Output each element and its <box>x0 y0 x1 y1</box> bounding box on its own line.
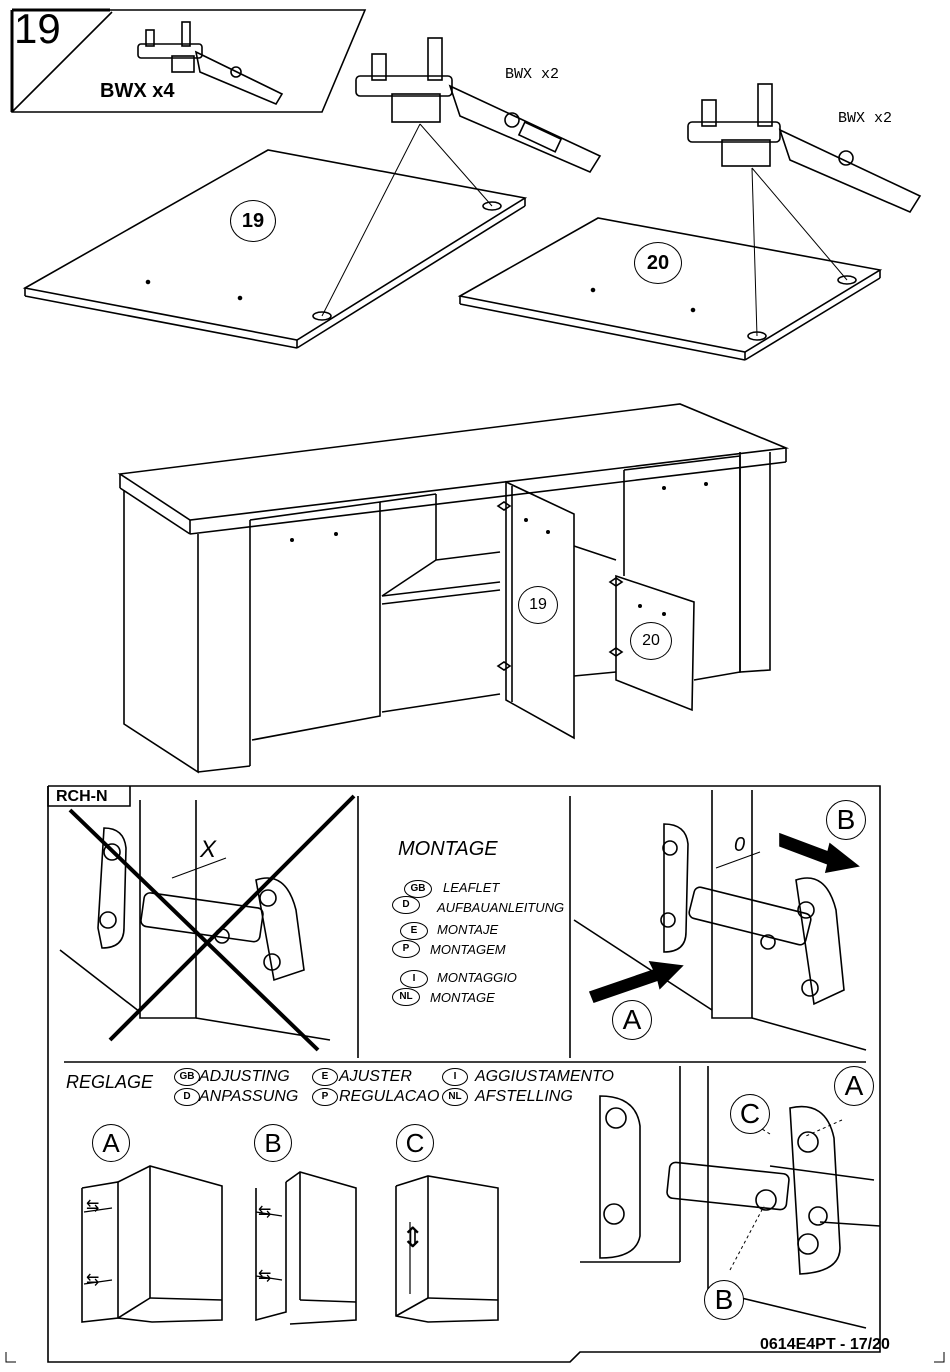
rch-tag: RCH-N <box>56 788 108 806</box>
montage-code-e: E <box>400 922 428 940</box>
adjust-arrow-a2-icon: ⇆ <box>86 1270 99 1290</box>
montage-text-gb: LEAFLET <box>443 880 499 895</box>
reglage-code-gb: GB <box>174 1068 200 1086</box>
step-hardware-label: BWX x4 <box>100 80 174 103</box>
leader-lines-19 <box>322 124 492 316</box>
adjust-arrow-a1-icon: ⇆ <box>86 1196 99 1216</box>
hinge-screw-a-label: A <box>834 1066 874 1106</box>
reglage-panel-c-label: C <box>396 1124 434 1162</box>
step-number: 19 <box>14 8 61 50</box>
adjust-arrow-b1-icon: ⇆ <box>258 1202 271 1222</box>
hinge-icon-20 <box>688 84 920 212</box>
montage-text-d: AUFBAUANLEITUNG <box>437 900 564 915</box>
reglage-code-i: I <box>442 1068 468 1086</box>
panel-19-drawing <box>25 150 525 348</box>
reglage-code-d: D <box>174 1088 200 1106</box>
reglage-text-i: AGGIUSTAMENTO <box>475 1068 614 1086</box>
montage-text-e: MONTAJE <box>437 922 498 937</box>
page-code: 0614E4PT - 17/20 <box>760 1336 890 1354</box>
montage-code-nl: NL <box>392 988 420 1006</box>
leader-lines-20 <box>752 168 847 336</box>
montage-text-nl: MONTAGE <box>430 990 495 1005</box>
reglage-panel-a-label: A <box>92 1124 130 1162</box>
panel-19-number: 19 <box>230 200 276 242</box>
reglage-title: REGLAGE <box>66 1072 153 1093</box>
rch-arrow-b-label: B <box>826 800 866 840</box>
reglage-text-p: REGULACAO <box>339 1088 439 1106</box>
reglage-code-nl: NL <box>442 1088 468 1106</box>
montage-text-i: MONTAGGIO <box>437 970 517 985</box>
rch-x-label: X <box>200 836 216 864</box>
reglage-text-nl: AFSTELLING <box>475 1088 573 1106</box>
reglage-code-p: P <box>312 1088 338 1106</box>
step-header-frame <box>12 10 365 112</box>
panel-20-number: 20 <box>634 242 682 284</box>
adjust-arrow-c-icon: ⇕ <box>401 1224 424 1252</box>
montage-code-p: P <box>392 940 420 958</box>
rch-arrow-a-label: A <box>612 1000 652 1040</box>
adjust-arrow-b2-icon: ⇆ <box>258 1266 271 1286</box>
montage-code-i: I <box>400 970 428 988</box>
reglage-text-gb: ADJUSTING <box>199 1068 290 1086</box>
montage-text-p: MONTAGEM <box>430 942 506 957</box>
reglage-drawings <box>82 1166 498 1324</box>
hinge-icon-19 <box>356 38 600 172</box>
cabinet-drawing <box>120 404 786 772</box>
cabinet-door-19-label: 19 <box>518 586 558 624</box>
reglage-code-e: E <box>312 1068 338 1086</box>
rch-wrong-drawing <box>60 796 354 1050</box>
rch-o-label: 0 <box>734 834 745 857</box>
montage-title: MONTAGE <box>398 838 498 861</box>
reglage-panel-b-label: B <box>254 1124 292 1162</box>
hinge-screw-b-label: B <box>704 1280 744 1320</box>
panel-20-drawing <box>460 218 880 360</box>
panel-20-hardware-label: BWX x2 <box>838 110 892 127</box>
reglage-text-d: ANPASSUNG <box>199 1088 298 1106</box>
reglage-text-e: AJUSTER <box>339 1068 412 1086</box>
hinge-screw-c-label: C <box>730 1094 770 1134</box>
cabinet-door-20-label: 20 <box>630 622 672 660</box>
panel-19-hardware-label: BWX x2 <box>505 66 559 83</box>
montage-code-d: D <box>392 896 420 914</box>
